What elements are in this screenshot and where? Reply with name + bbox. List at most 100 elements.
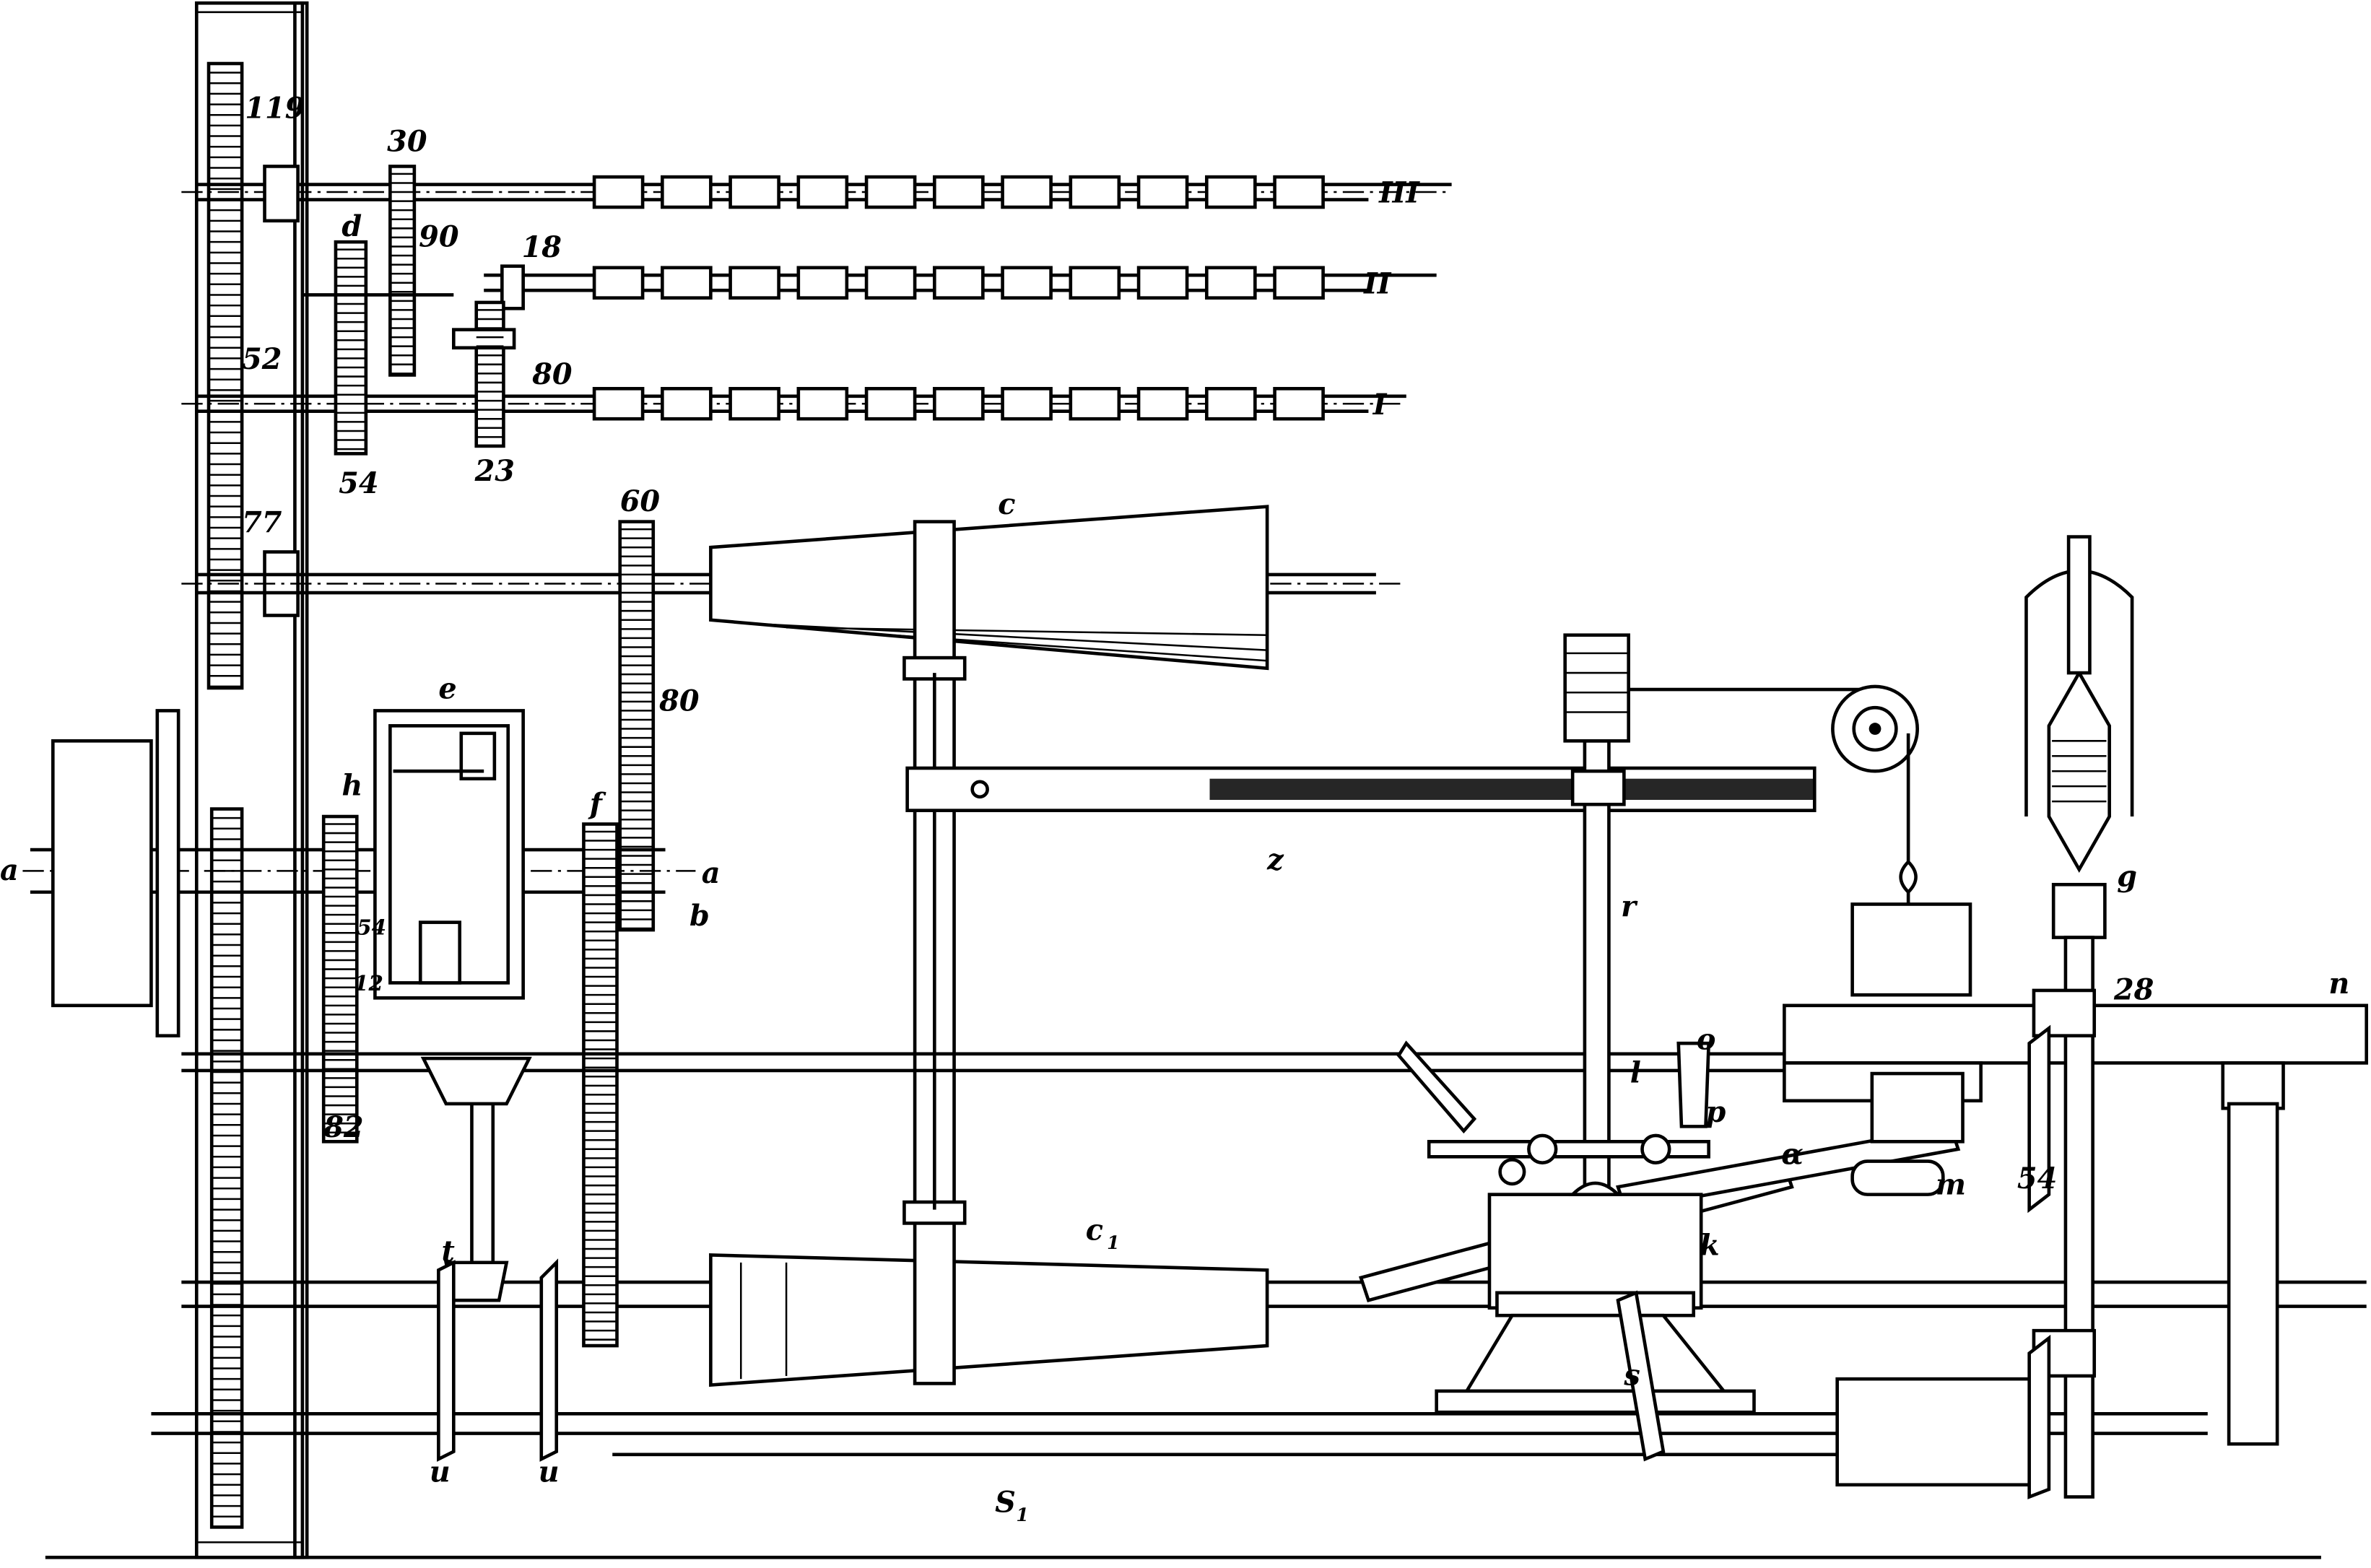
label-I: I <box>1372 388 1388 422</box>
label-77: 77 <box>242 506 282 539</box>
roller-boss <box>592 266 645 300</box>
roller-boss <box>1001 266 1053 300</box>
label-b: b <box>689 900 710 933</box>
belt-shifter <box>902 520 967 1385</box>
roller-boss <box>1205 175 1257 209</box>
bevel-gear-t <box>420 1056 532 1302</box>
label-z: z <box>1266 843 1284 876</box>
roller-boss <box>1273 266 1325 300</box>
roller-boss <box>796 387 849 421</box>
roller-boss <box>1069 387 1121 421</box>
label-54-small: 54 <box>357 914 386 939</box>
cone-c <box>709 505 1269 671</box>
roller-boss <box>1136 175 1189 209</box>
roller-boss <box>728 387 780 421</box>
label-s: s <box>1623 1359 1640 1393</box>
label-g: g <box>2117 860 2137 893</box>
label-18: 18 <box>522 231 562 264</box>
roller-boss <box>592 387 645 421</box>
roller-boss <box>728 266 780 300</box>
label-12: 12 <box>354 970 383 996</box>
drafting-rollers <box>592 175 1325 421</box>
label-c: c <box>998 488 1015 521</box>
roller-boss <box>933 175 985 209</box>
label-c1: c <box>1086 1214 1103 1247</box>
roller-boss <box>933 387 985 421</box>
label-m: m <box>1936 1169 1966 1202</box>
frame-plate <box>194 1 309 1559</box>
rack-z <box>905 766 1817 812</box>
label-c1-sub: 1 <box>1107 1232 1119 1253</box>
bevel-gear-u-left <box>437 1260 456 1462</box>
label-54-top: 54 <box>339 467 378 500</box>
roller-boss <box>864 266 917 300</box>
roller-boss <box>1205 387 1257 421</box>
label-h: h <box>341 770 362 803</box>
label-alpha: α <box>1781 1138 1804 1172</box>
label-l: l <box>1630 1057 1641 1090</box>
gear-column-bottom <box>209 807 244 1529</box>
label-60: 60 <box>620 485 661 518</box>
label-a-right: a <box>702 857 721 890</box>
roller-boss <box>728 175 780 209</box>
roller-boss <box>592 175 645 209</box>
labels: 119 30 90 d III 18 II 52 80 I 54 23 77 6… <box>0 92 2349 1525</box>
label-n: n <box>2328 967 2349 1001</box>
roller-boss <box>1069 175 1121 209</box>
label-t: t <box>442 1235 455 1268</box>
roller-boss <box>796 266 849 300</box>
label-80-mid: 80 <box>658 684 700 718</box>
label-II: II <box>1363 267 1392 300</box>
label-u-right: u <box>539 1456 560 1489</box>
roller-boss <box>933 266 985 300</box>
label-k: k <box>1700 1229 1720 1262</box>
roller-boss <box>1001 387 1053 421</box>
label-o: o <box>1697 1024 1716 1057</box>
label-23: 23 <box>474 455 515 488</box>
label-f: f <box>588 788 606 821</box>
label-r: r <box>1621 890 1638 923</box>
label-82: 82 <box>323 1111 363 1144</box>
gear-60 <box>618 520 656 932</box>
hub-80 <box>452 328 516 350</box>
label-p: p <box>1705 1096 1726 1129</box>
label-S1-sub: 1 <box>1016 1504 1028 1525</box>
roller-boss <box>661 387 713 421</box>
builder-motion <box>1358 1040 1961 1462</box>
weight <box>1850 902 1972 997</box>
label-28: 28 <box>2113 973 2154 1006</box>
cone-shaft-lower <box>181 1280 2367 1308</box>
roller-boss <box>1069 266 1121 300</box>
roller-boss <box>1273 175 1325 209</box>
label-III: III <box>1378 177 1420 210</box>
drive-pulley <box>51 739 153 1008</box>
differential-e <box>373 709 525 1000</box>
roller-boss <box>1273 387 1325 421</box>
gear-30-90 <box>388 165 417 377</box>
roller-boss <box>796 175 849 209</box>
label-e: e <box>438 673 456 706</box>
roller-boss <box>1205 266 1257 300</box>
guide-pulley <box>1831 684 1919 862</box>
roller-boss <box>864 387 917 421</box>
label-90: 90 <box>419 220 459 253</box>
roller-boss <box>1136 387 1189 421</box>
label-54-right: 54 <box>2017 1162 2057 1195</box>
flyer-g <box>2024 535 2134 1499</box>
roller-boss <box>864 175 917 209</box>
flywheel <box>155 709 180 1038</box>
label-80-top: 80 <box>531 358 573 391</box>
label-a-left: a <box>0 854 19 887</box>
label-119: 119 <box>245 92 305 125</box>
roller-boss <box>1136 266 1189 300</box>
label-d: d <box>341 210 362 243</box>
label-u-left: u <box>430 1456 451 1489</box>
bevel-gear-u-right <box>539 1258 559 1462</box>
roller-boss <box>661 266 713 300</box>
label-30: 30 <box>387 125 427 158</box>
label-52: 52 <box>242 343 282 376</box>
roller-boss <box>1001 175 1053 209</box>
label-S1: S <box>995 1486 1016 1519</box>
gear-18 <box>500 264 525 310</box>
